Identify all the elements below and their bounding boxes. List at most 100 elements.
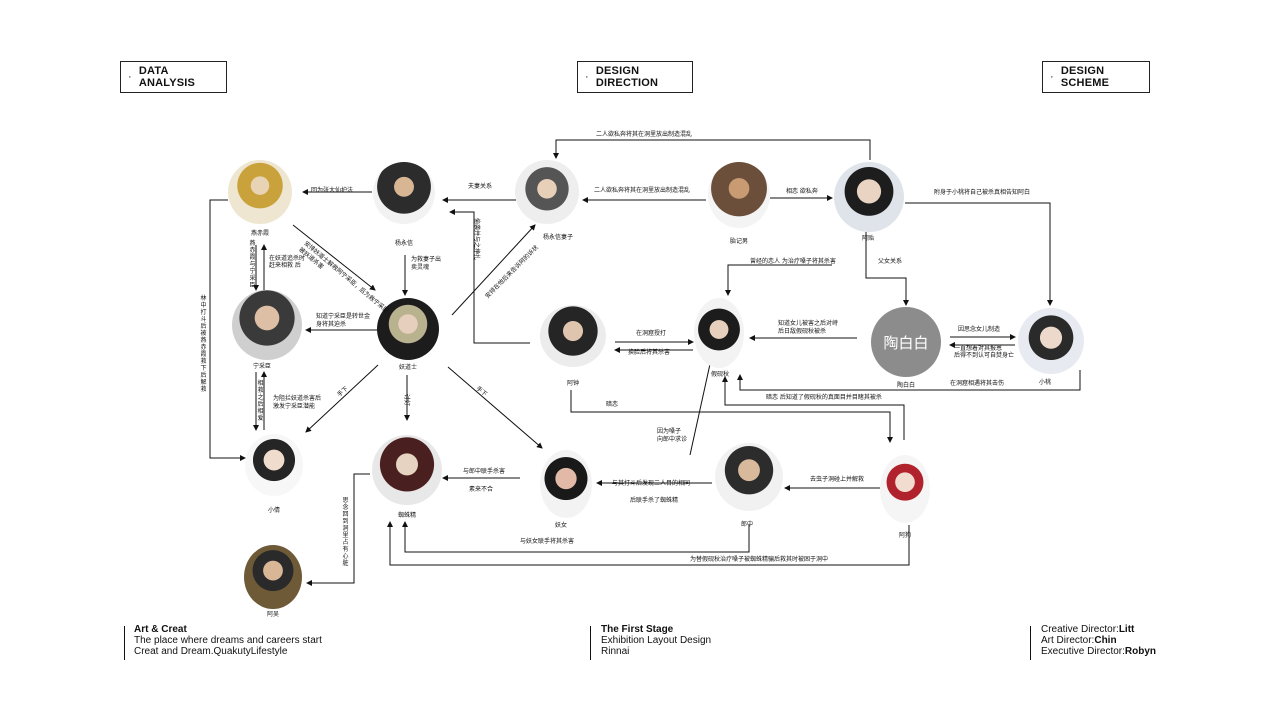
edge-label: 一直想着对其报恩	[954, 345, 1003, 352]
edge-label: 素来不合	[469, 486, 494, 493]
node-name: 蜘蛛精	[397, 512, 416, 519]
avatar	[373, 162, 435, 224]
footer-center-line1: Exhibition Layout Design	[601, 635, 712, 646]
node-name: 假砚秋	[710, 371, 729, 378]
edge-label: 去虫子洞碰上并解救	[810, 476, 865, 483]
footer-credit-key: Art Director:	[1041, 635, 1095, 646]
data-analysis-header: · DATA ANALYSIS	[120, 61, 227, 93]
avatar	[232, 290, 302, 360]
edge-label: 在洞窟授打	[636, 330, 667, 337]
header-dot: ·	[1050, 71, 1054, 83]
edge-label-vertical: 燕赤霞与宁采臣	[249, 240, 256, 289]
design-scheme-title: DESIGN SCHEME	[1060, 65, 1110, 89]
taobaibai-circle: 陶白白	[871, 307, 941, 377]
avatar	[1018, 308, 1084, 374]
design-scheme-header: · DESIGN SCHEME	[1042, 61, 1150, 93]
connector	[209, 199, 246, 461]
connector	[292, 224, 376, 291]
edge-label: 因为嗓子	[657, 428, 682, 435]
edge-label: 二人欲私奔将其在洞里放出制造混乱	[594, 187, 691, 194]
avatar	[244, 545, 302, 609]
avatar	[715, 443, 783, 511]
footer-center-line2: Rinnai	[601, 646, 630, 657]
node-name: 妖道士	[398, 364, 417, 371]
header-dot: ·	[128, 71, 132, 83]
header-dot: ·	[585, 71, 589, 83]
edge-label: 在洞窟相遇将其击伤	[950, 380, 1005, 387]
connector	[905, 202, 1053, 306]
edge-label-vertical: 思念回到洞里占有心脏	[342, 497, 349, 567]
footer-credit-value: Chin	[1094, 635, 1117, 646]
connector	[553, 139, 871, 160]
avatar	[515, 160, 579, 224]
edge-label: 因思念女儿制造	[958, 326, 1001, 333]
edge-label: 讨好	[403, 394, 410, 407]
edge-label-vertical: 在妖道追杀时赶来相救 后	[269, 255, 306, 269]
footer-credit-value: Robyn	[1124, 646, 1157, 657]
edge-label: 与郎中联手杀害	[463, 468, 506, 475]
edge-label: 附身于小桃将自己被杀真相告知阿白	[934, 189, 1031, 196]
connector	[725, 264, 832, 296]
edge-label: 回为张大仙护法	[311, 187, 354, 194]
data-analysis-title: DATA ANALYSIS	[138, 65, 196, 89]
design-direction-header: ·DESIGN DIRECTION	[577, 61, 693, 93]
connector	[689, 354, 714, 456]
edge-label: 为救妻子出卖灵魂	[411, 256, 442, 271]
node-name: 妖女	[554, 522, 567, 529]
edge-label: 与其打斗后发现二人目的相同	[612, 480, 691, 487]
avatar	[694, 298, 744, 368]
footer-left-line1: The place where dreams and careers start	[134, 635, 322, 646]
edge-label: 向郎中求诊	[657, 436, 688, 443]
connector	[305, 364, 379, 433]
connector	[570, 390, 893, 443]
edge-label: 后日敌假砚秋被杀	[778, 328, 827, 335]
connector	[451, 224, 536, 316]
node-name: 陶白白	[896, 382, 915, 389]
avatar	[708, 162, 770, 228]
center-circle-label: 陶白白	[883, 333, 929, 352]
edge-label: 父女关系	[878, 258, 903, 265]
footer-divider	[590, 626, 591, 660]
edge-label: 后联手杀了蜘蛛精	[630, 497, 679, 504]
connector	[306, 473, 370, 586]
footer-right: Creative Director:Litt Art Director:Chin…	[1030, 624, 1170, 660]
avatar	[540, 305, 606, 367]
node-name: 胎记男	[729, 238, 748, 245]
node-name: 阿狗	[898, 532, 911, 539]
avatar	[228, 160, 292, 224]
node-name: 宁采臣	[252, 363, 271, 370]
edge-label: 相恋 欲私奔	[786, 188, 818, 195]
avatar	[834, 162, 904, 232]
edge-label: 夫妻关系	[468, 183, 493, 190]
footer-center-title: The First Stage	[601, 624, 674, 635]
footer-credit-key: Executive Director:	[1041, 646, 1125, 657]
node-name: 杨永信	[394, 240, 413, 247]
edge-label: 暗恋	[606, 401, 619, 408]
edge-label: 换脸后将其杀害	[628, 349, 671, 356]
edge-label: 与妖女联手将其杀害	[520, 538, 575, 545]
edge-label: 激发宁采臣潜能	[273, 403, 316, 410]
node-name: 阿钟	[566, 380, 579, 387]
edge-label-vertical: 林中打斗后被燕赤霞救下后解救	[200, 295, 207, 393]
edge-label: 后得不到认可自焚身亡	[954, 352, 1015, 359]
connector	[387, 521, 910, 566]
footer-divider	[124, 626, 125, 660]
footer-credit-value: Litt	[1118, 624, 1135, 635]
connector	[449, 209, 530, 344]
edge-label: 暗恋 后知道了假砚秋的真面目并目睹其被杀	[766, 394, 882, 401]
node-name: 小桃	[1038, 379, 1051, 386]
edge-label: 二人欲私奔将其在洞里放出制造混乱	[596, 131, 693, 138]
avatar	[880, 455, 930, 523]
node-name: 燕赤霞	[250, 230, 269, 237]
node-name: 阿吴	[266, 611, 279, 618]
footer-left: Art & Creat The place where dreams and c…	[124, 624, 344, 660]
footer-divider	[1030, 626, 1031, 660]
node-name: 杨永信妻子	[542, 234, 573, 241]
edge-label: 知道宁采臣是转世金身将其迫杀	[316, 313, 371, 328]
footer-left-title: Art & Creat	[134, 624, 187, 635]
edge-label: 为替假砚秋治疗嗓子被蜘蛛精骗后救其时被困于洞中	[690, 556, 829, 563]
node-name: 小倩	[267, 507, 280, 514]
connector	[865, 232, 909, 306]
footer-credit-key: Creative Director:	[1041, 624, 1119, 635]
